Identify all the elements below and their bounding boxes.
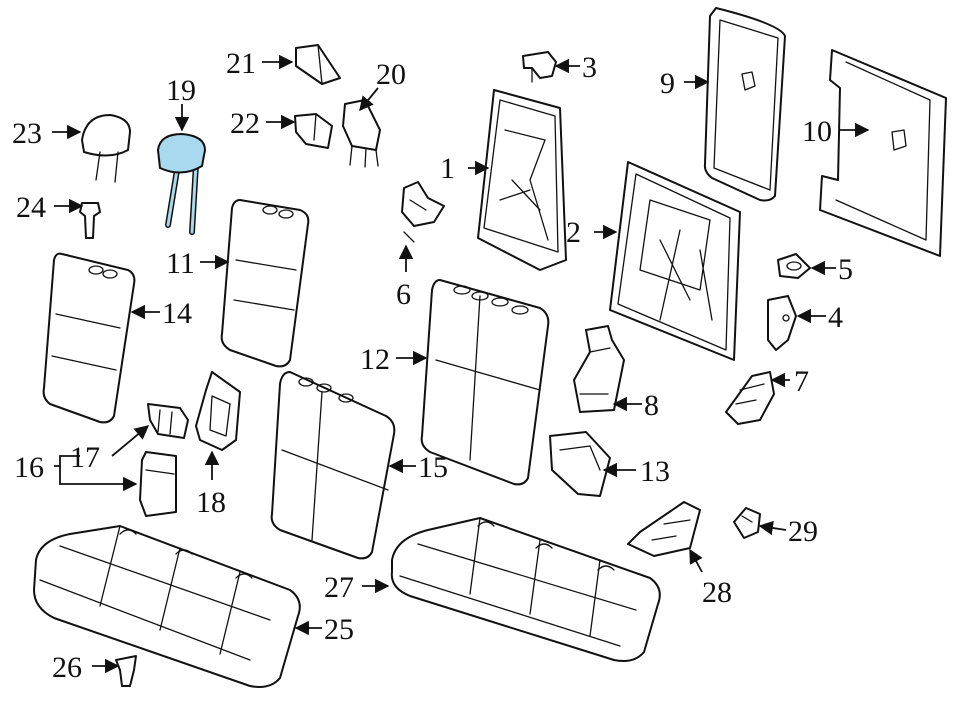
part-22-trim[interactable] bbox=[294, 113, 333, 149]
callout-7[interactable]: 7 bbox=[794, 365, 809, 398]
part-18-frame[interactable] bbox=[195, 371, 241, 451]
callout-20[interactable]: 20 bbox=[376, 58, 406, 91]
part-7-bracket[interactable] bbox=[725, 371, 775, 425]
part-13-bracket[interactable] bbox=[549, 431, 611, 497]
callout-14[interactable]: 14 bbox=[162, 297, 192, 330]
part-25-seat-cushion[interactable] bbox=[33, 525, 301, 688]
callout-4[interactable]: 4 bbox=[828, 301, 843, 334]
callout-8[interactable]: 8 bbox=[644, 389, 659, 422]
callout-29[interactable]: 29 bbox=[788, 515, 818, 548]
part-3-clip[interactable] bbox=[522, 51, 557, 83]
callout-24[interactable]: 24 bbox=[16, 191, 46, 224]
part-16-armrest[interactable] bbox=[139, 451, 177, 517]
part-6-hinge[interactable] bbox=[401, 181, 445, 243]
part-26-clip[interactable] bbox=[115, 655, 137, 687]
part-5-clip[interactable] bbox=[777, 253, 811, 279]
part-15-seatback[interactable] bbox=[270, 371, 396, 560]
part-12-seatback[interactable] bbox=[420, 279, 550, 486]
callout-27[interactable]: 27 bbox=[324, 571, 354, 604]
part-27-seat-cushion[interactable] bbox=[390, 517, 661, 662]
callout-22[interactable]: 22 bbox=[230, 107, 260, 140]
part-20-bracket[interactable] bbox=[342, 99, 381, 168]
callout-1[interactable]: 1 bbox=[440, 152, 455, 185]
part-23-headrest[interactable] bbox=[81, 114, 131, 183]
callout-5[interactable]: 5 bbox=[838, 253, 853, 286]
callout-15[interactable]: 15 bbox=[418, 451, 448, 484]
part-10-panel[interactable] bbox=[819, 49, 947, 257]
leader-lines bbox=[52, 54, 870, 674]
part-8-bracket[interactable] bbox=[573, 325, 625, 413]
callout-11[interactable]: 11 bbox=[166, 247, 195, 280]
part-19-headrest-highlighted[interactable] bbox=[156, 132, 207, 235]
callout-16[interactable]: 16 bbox=[14, 451, 44, 484]
part-21-trim[interactable] bbox=[295, 44, 341, 85]
callout-19[interactable]: 19 bbox=[166, 74, 196, 107]
callout-25[interactable]: 25 bbox=[324, 613, 354, 646]
callout-18[interactable]: 18 bbox=[196, 486, 226, 519]
part-24-guide[interactable] bbox=[79, 202, 101, 239]
callout-28[interactable]: 28 bbox=[702, 576, 732, 609]
callout-9[interactable]: 9 bbox=[660, 67, 675, 100]
part-4-cover[interactable] bbox=[767, 295, 797, 351]
part-14-seatback[interactable] bbox=[42, 252, 136, 424]
part-29-clip[interactable] bbox=[733, 507, 761, 539]
part-9-panel[interactable] bbox=[703, 7, 786, 202]
callout-13[interactable]: 13 bbox=[640, 455, 670, 488]
part-2-frame[interactable] bbox=[609, 161, 741, 361]
part-11-seatback[interactable] bbox=[220, 199, 310, 368]
callout-21[interactable]: 21 bbox=[226, 47, 256, 80]
part-1-frame[interactable] bbox=[477, 89, 567, 271]
part-17-trim[interactable] bbox=[147, 403, 189, 439]
callout-10[interactable]: 10 bbox=[802, 115, 832, 148]
callout-2[interactable]: 2 bbox=[566, 216, 581, 249]
callout-17[interactable]: 17 bbox=[70, 441, 100, 474]
callout-labels: 1 2 3 4 5 6 7 8 9 10 11 12 13 14 15 16 1… bbox=[12, 47, 853, 684]
callout-23[interactable]: 23 bbox=[12, 117, 42, 150]
part-28-bracket[interactable] bbox=[627, 501, 701, 557]
callout-6[interactable]: 6 bbox=[396, 278, 411, 311]
callout-26[interactable]: 26 bbox=[52, 651, 82, 684]
callout-3[interactable]: 3 bbox=[582, 51, 597, 84]
callout-12[interactable]: 12 bbox=[360, 343, 390, 376]
